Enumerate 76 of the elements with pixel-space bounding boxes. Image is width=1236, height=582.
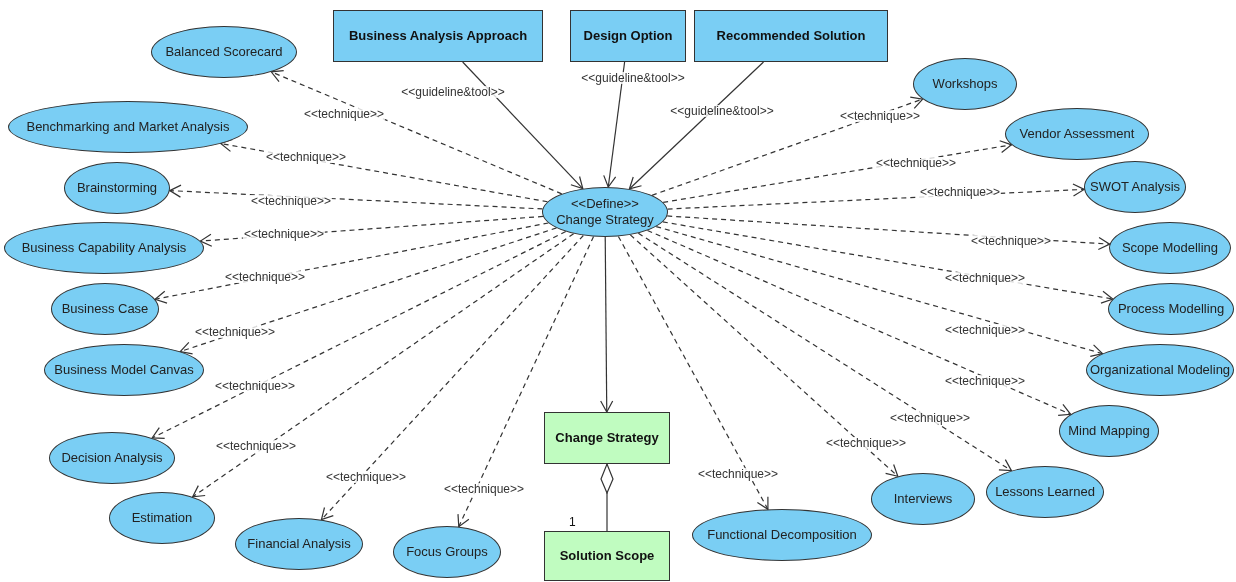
use-case-label: Change Strategy (556, 212, 654, 228)
edge-label: <<technique>> (223, 271, 307, 283)
use-case-label: Scope Modelling (1121, 240, 1219, 256)
edge-label: <<technique>> (943, 324, 1027, 336)
edge-label: <<guideline&tool>> (580, 72, 686, 84)
box-title: Solution Scope (559, 547, 655, 566)
edge-label: <<technique>> (888, 412, 972, 424)
artifact-box (333, 10, 543, 62)
dashed-arrow (646, 229, 1072, 417)
edge-label: <<technique>> (918, 186, 1002, 198)
edge-label: <<technique>> (213, 380, 297, 392)
use-case-label: <<Define>> (571, 196, 639, 212)
use-case-ellipse (1108, 283, 1234, 335)
dashed-arrow (629, 234, 899, 477)
use-case-label: Business Capability Analysis (21, 240, 187, 256)
class-box (544, 531, 670, 581)
class-box (544, 412, 670, 464)
use-case-ellipse (913, 58, 1017, 110)
use-case-label: Organizational Modeling (1089, 362, 1231, 378)
edge-label: <<technique>> (943, 375, 1027, 387)
arrow (603, 61, 626, 188)
edge-label: <<technique>> (943, 272, 1027, 284)
aggregation-line (600, 463, 614, 532)
edge-label: <<technique>> (969, 235, 1053, 247)
artifact-box (570, 10, 686, 62)
edge-label: <<technique>> (264, 151, 348, 163)
use-case-label: Estimation (131, 510, 193, 526)
use-case-label: Balanced Scorecard (165, 44, 283, 60)
use-case-label: Workshops (932, 76, 998, 92)
artifact-box (694, 10, 888, 62)
use-case-ellipse (1059, 405, 1159, 457)
dashed-arrow (617, 235, 769, 510)
use-case-label: Brainstorming (76, 180, 158, 196)
use-case-label: Focus Groups (406, 544, 488, 560)
edge-label: <<technique>> (302, 108, 386, 120)
dashed-arrow (179, 227, 558, 355)
use-case-label: Vendor Assessment (1019, 126, 1135, 142)
edge-label: <<technique>> (874, 157, 958, 169)
use-case-label: Business Model Canvas (54, 362, 194, 378)
edge-label: <<technique>> (442, 483, 526, 495)
use-case-ellipse (1005, 108, 1149, 160)
box-title: Business Analysis Approach (348, 27, 528, 46)
use-case-label: Benchmarking and Market Analysis (26, 119, 230, 135)
dashed-arrow (655, 225, 1104, 357)
box-title: Recommended Solution (716, 27, 866, 46)
arrow (628, 61, 765, 190)
use-case-label: Functional Decomposition (707, 527, 857, 543)
edge-label: <<technique>> (249, 195, 333, 207)
arrow (600, 236, 614, 413)
use-case-label: Process Modelling (1117, 301, 1225, 317)
use-case-ellipse (51, 283, 159, 335)
dashed-arrow (651, 96, 924, 196)
use-case-label: Financial Analysis (247, 536, 351, 552)
edge-label: <<technique>> (242, 228, 326, 240)
edge-label: <<guideline&tool>> (669, 105, 775, 117)
dashed-arrow (457, 236, 595, 528)
dashed-arrow (192, 233, 575, 498)
use-case-label: SWOT Analysis (1089, 179, 1181, 195)
box-title: Design Option (583, 27, 673, 46)
dashed-arrow (270, 69, 563, 195)
edge-label: <<guideline&tool>> (400, 86, 506, 98)
edge-label: <<technique>> (824, 437, 908, 449)
dashed-arrow (637, 232, 1012, 472)
edge-label: <<technique>> (696, 468, 780, 480)
use-case-label: Lessons Learned (995, 484, 1095, 500)
use-case-label: Decision Analysis (61, 450, 163, 466)
edge-label: <<technique>> (324, 471, 408, 483)
use-case-label: Business Case (61, 301, 149, 317)
use-case-ellipse (542, 187, 668, 237)
box-title: Change Strategy (555, 429, 659, 448)
use-case-label: Interviews (893, 491, 953, 507)
edge-label: <<technique>> (838, 110, 922, 122)
dashed-arrow (151, 230, 567, 439)
edge-label: <<technique>> (193, 326, 277, 338)
edge-label: <<technique>> (214, 440, 298, 452)
use-case-label: Mind Mapping (1068, 423, 1150, 439)
